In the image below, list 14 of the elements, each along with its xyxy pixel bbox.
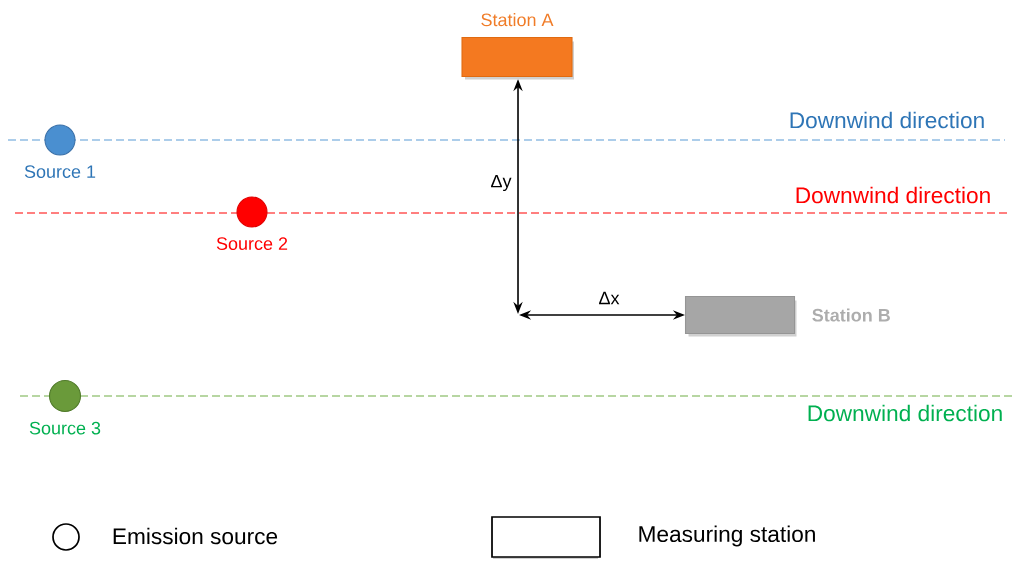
- legend-text: Measuring station: [639, 525, 815, 547]
- node-label: Source 3: [29, 421, 101, 435]
- direction-label: Downwind direction: [796, 186, 990, 204]
- dimension-label: Δx: [599, 291, 620, 305]
- node-label: Source 1: [24, 165, 96, 178]
- direction-label: Downwind direction: [808, 404, 1002, 422]
- node-label: Station A: [481, 13, 554, 27]
- station-box: Station B: [684, 295, 890, 337]
- direction-label: Downwind direction: [790, 111, 984, 129]
- dimension-label: Δy: [491, 174, 512, 192]
- legend-text: Emission source: [113, 527, 278, 545]
- node-label: Source 2: [216, 237, 288, 250]
- station-box: Station A: [461, 13, 574, 80]
- node-label: Station B: [812, 308, 890, 322]
